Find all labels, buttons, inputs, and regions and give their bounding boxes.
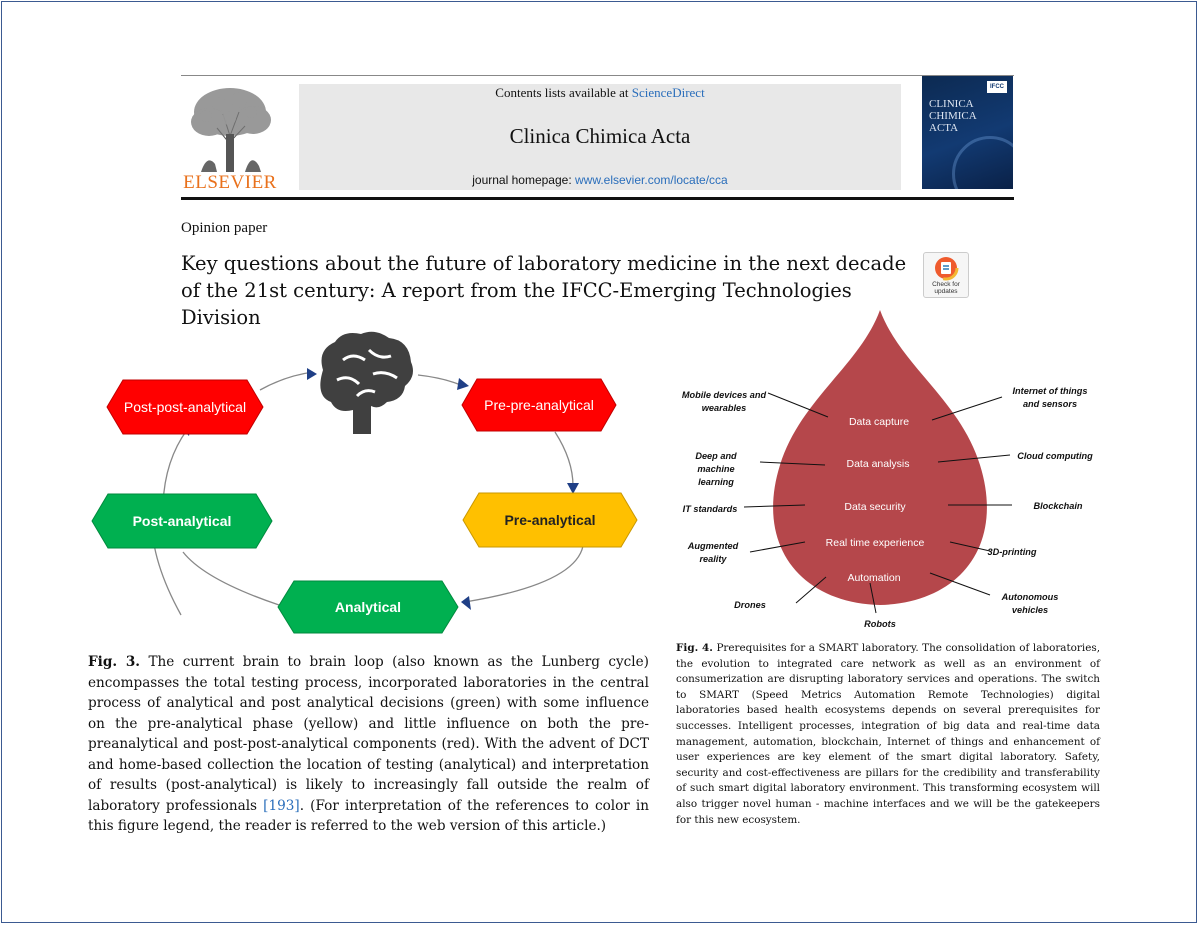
node-analytical: Analytical bbox=[277, 580, 459, 634]
line-cloud bbox=[937, 454, 1011, 463]
header-top-rule bbox=[181, 75, 1014, 76]
publisher-wordmark: ELSEVIER bbox=[183, 172, 277, 193]
inner-automation: Automation bbox=[847, 572, 900, 584]
journal-title: Clinica Chimica Acta bbox=[509, 124, 691, 148]
check-for-updates-button[interactable]: Check for updates bbox=[923, 252, 969, 298]
arrow-brain-to-prepre bbox=[417, 374, 464, 387]
label-autonomous-2: vehicles bbox=[1012, 605, 1048, 615]
fig3-caption-body: The current brain to brain loop (also kn… bbox=[88, 654, 649, 814]
article-type: Opinion paper bbox=[181, 220, 268, 236]
label-iot-2: and sensors bbox=[1023, 399, 1077, 409]
inner-data-capture: Data capture bbox=[849, 416, 909, 428]
inner-data-security: Data security bbox=[844, 501, 906, 513]
article-title: Key questions about the future of labora… bbox=[181, 252, 907, 329]
journal-header-band: Contents lists available at ScienceDirec… bbox=[299, 84, 901, 190]
homepage-line: journal homepage: www.elsevier.com/locat… bbox=[299, 173, 901, 187]
brain-icon bbox=[320, 331, 413, 434]
label-pre-pre: Pre-pre-analytical bbox=[484, 397, 594, 413]
arrow-post-to-postpost bbox=[162, 429, 188, 505]
arrow-postpost-to-brain bbox=[259, 371, 314, 391]
node-post-analytical: Post-analytical bbox=[91, 493, 273, 549]
contents-line: Contents lists available at ScienceDirec… bbox=[299, 85, 901, 101]
inner-real-time: Real time experience bbox=[826, 537, 925, 549]
fig3-cycle-diagram: Post-post-analytical Pre-pre-analytical … bbox=[91, 331, 638, 634]
line-mobile bbox=[767, 392, 829, 418]
label-mobile-1: Mobile devices and bbox=[682, 390, 767, 400]
label-iot-1: Internet of things bbox=[1012, 386, 1087, 396]
label-ar-1: Augmented bbox=[687, 541, 739, 551]
elsevier-tree-logo bbox=[181, 84, 279, 192]
cover-decoration bbox=[952, 136, 1013, 189]
fig4-caption-body: Prerequisites for a SMART laboratory. Th… bbox=[676, 642, 1100, 826]
label-drones: Drones bbox=[734, 600, 766, 610]
line-deep bbox=[759, 461, 826, 466]
label-blockchain: Blockchain bbox=[1033, 501, 1082, 511]
label-deep-3: learning bbox=[698, 477, 734, 487]
node-pre-analytical: Pre-analytical bbox=[462, 492, 638, 548]
contents-prefix: Contents lists available at bbox=[495, 85, 629, 100]
line-it bbox=[743, 504, 806, 508]
check-updates-label: Check for updates bbox=[932, 281, 960, 295]
header-bottom-rule bbox=[181, 197, 1014, 200]
label-robots: Robots bbox=[864, 619, 896, 629]
label-mobile-2: wearables bbox=[702, 403, 746, 413]
label-deep-2: machine bbox=[697, 464, 734, 474]
arrowhead-to-brain bbox=[307, 368, 317, 380]
line-robots bbox=[869, 582, 877, 614]
line-iot bbox=[931, 396, 1003, 421]
arrow-analytical-to-post-b bbox=[182, 551, 280, 606]
fig4-smart-lab-drop: Data capture Data analysis Data security… bbox=[682, 310, 1093, 629]
journal-cover: IFCC CLINICA CHIMICA ACTA bbox=[922, 76, 1013, 189]
fig3-caption: Fig. 3. The current brain to brain loop … bbox=[88, 652, 649, 837]
label-deep-1: Deep and bbox=[695, 451, 737, 461]
fig3-caption-ref-link[interactable]: [193] bbox=[263, 797, 300, 814]
line-autonomous bbox=[929, 572, 991, 596]
node-pre-pre-analytical: Pre-pre-analytical bbox=[461, 378, 617, 432]
inner-data-analysis: Data analysis bbox=[846, 458, 909, 470]
label-post-post: Post-post-analytical bbox=[124, 399, 246, 415]
blood-drop-shape bbox=[773, 310, 987, 605]
label-pre: Pre-analytical bbox=[504, 512, 595, 528]
label-3d-printing: 3D-printing bbox=[988, 547, 1037, 557]
arrow-pre-to-analytical bbox=[464, 545, 584, 603]
label-post: Post-analytical bbox=[133, 513, 232, 529]
node-post-post-analytical: Post-post-analytical bbox=[106, 379, 264, 435]
cover-title: CLINICA CHIMICA ACTA bbox=[929, 98, 977, 134]
arrowhead-to-prepre bbox=[457, 378, 469, 390]
arrowhead-to-pre bbox=[567, 483, 579, 494]
label-ar-2: reality bbox=[699, 554, 727, 564]
label-it-standards: IT standards bbox=[683, 504, 738, 514]
homepage-link[interactable]: www.elsevier.com/locate/cca bbox=[575, 173, 728, 187]
fig4-caption-label: Fig. 4. bbox=[676, 642, 713, 654]
label-cloud: Cloud computing bbox=[1017, 451, 1093, 461]
sciencedirect-link[interactable]: ScienceDirect bbox=[631, 85, 705, 100]
line-ar bbox=[749, 541, 806, 553]
label-analytical: Analytical bbox=[335, 599, 401, 615]
cover-badge: IFCC bbox=[987, 81, 1007, 93]
fig4-caption: Fig. 4. Prerequisites for a SMART labora… bbox=[676, 641, 1100, 828]
arrowhead-to-analytical bbox=[461, 596, 471, 610]
fig3-caption-tail: . (For interpretation of the references … bbox=[88, 797, 650, 835]
homepage-prefix: journal homepage: bbox=[472, 173, 572, 187]
line-drones bbox=[795, 576, 827, 604]
line-printing bbox=[949, 541, 991, 552]
fig3-caption-label: Fig. 3. bbox=[88, 654, 141, 670]
arrow-prepre-to-pre bbox=[554, 431, 574, 487]
label-autonomous-1: Autonomous bbox=[1001, 592, 1059, 602]
check-updates-icon bbox=[933, 255, 959, 281]
